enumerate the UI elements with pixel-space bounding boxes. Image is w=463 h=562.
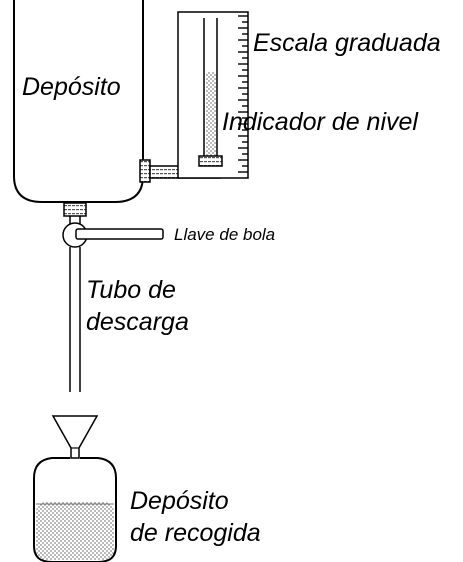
- collection-tank-body: [33, 457, 117, 562]
- scale-ticks: [238, 15, 248, 173]
- label-tank: Depósito: [22, 73, 121, 101]
- tank-body: [13, 0, 144, 203]
- funnel: [51, 415, 99, 459]
- side-fitting: [139, 159, 151, 183]
- label-collection-tank-line2: de recogida: [130, 519, 261, 547]
- label-ball-valve: Llave de bola: [174, 225, 275, 244]
- label-discharge-tube-line2: descarga: [86, 308, 189, 336]
- ball-valve-handle: [75, 228, 164, 240]
- collection-liquid: [36, 502, 114, 560]
- label-collection-tank-line1: Depósito: [130, 487, 229, 515]
- label-level-indicator: Indicador de nivel: [222, 108, 419, 136]
- label-discharge-tube-line1: Tubo de: [86, 276, 176, 304]
- tank-outlet-nut: [63, 202, 87, 217]
- indicator-liquid: [206, 72, 216, 158]
- indicator-bottom-fitting: [198, 155, 223, 167]
- label-scale: Escala graduada: [253, 29, 441, 57]
